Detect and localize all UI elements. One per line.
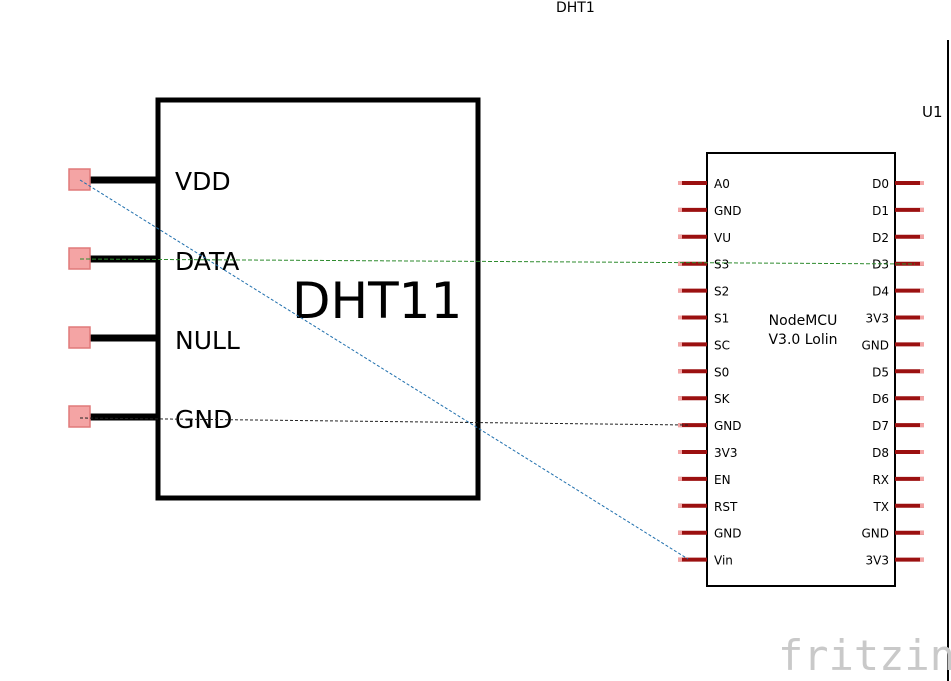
nodemcu-pin-label: GND xyxy=(714,527,742,541)
nodemcu-pin-label: 3V3 xyxy=(866,312,889,326)
fritzing-logo: fritzing xyxy=(778,631,951,680)
nodemcu-pin-label: D0 xyxy=(872,177,889,191)
nodemcu-pin-label: 3V3 xyxy=(714,446,737,460)
nodemcu-right-pin[interactable]: RX xyxy=(872,473,924,487)
dht-ref-label: DHT1 xyxy=(556,0,595,16)
nodemcu-subtitle: V3.0 Lolin xyxy=(768,332,837,348)
nodemcu-left-pin[interactable]: VU xyxy=(678,231,731,245)
nodemcu-pin-label: S3 xyxy=(714,258,729,272)
dht-pin-vdd[interactable]: VDD xyxy=(68,167,231,196)
nodemcu-left-pin[interactable]: Vin xyxy=(678,554,733,568)
nodemcu-right-pin[interactable]: D4 xyxy=(872,285,924,299)
nodemcu-pin-label: RX xyxy=(872,473,889,487)
nodemcu-right-pin[interactable]: GND xyxy=(861,527,924,541)
nodemcu-left-pin[interactable]: GND xyxy=(678,204,742,218)
dht-pin-null[interactable]: NULL xyxy=(68,326,240,355)
nodemcu-pin-label: D1 xyxy=(872,204,889,218)
dht-pin-label: GND xyxy=(175,405,232,434)
nodemcu-pin-label: S2 xyxy=(714,285,729,299)
nodemcu-pin-label: 3V3 xyxy=(866,554,889,568)
nodemcu-left-pin[interactable]: 3V3 xyxy=(678,446,737,460)
dht11-body xyxy=(155,97,481,501)
nodemcu-body xyxy=(706,152,896,587)
nodemcu-right-pin[interactable]: D7 xyxy=(872,419,924,433)
nodemcu-pin-label: SC xyxy=(714,338,730,352)
nodemcu-left-pin[interactable]: GND xyxy=(678,527,742,541)
nodemcu-right-pin[interactable]: D5 xyxy=(872,365,924,379)
dht-pin-label: VDD xyxy=(175,167,231,196)
nodemcu-pin-label: RST xyxy=(714,500,738,514)
dht-pin-label: NULL xyxy=(175,326,240,355)
nodemcu-right-pin[interactable]: D1 xyxy=(872,204,924,218)
wires xyxy=(79,179,916,560)
nodemcu-pin-label: EN xyxy=(714,473,731,487)
nodemcu-pin-label: GND xyxy=(714,419,742,433)
nodemcu-right-pin[interactable]: 3V3 xyxy=(866,312,924,326)
nodemcu-pin-label: D6 xyxy=(872,392,889,406)
nodemcu-pin-label: GND xyxy=(861,338,889,352)
nodemcu-pin-label: D7 xyxy=(872,419,889,433)
mcu-ref-label: U1 xyxy=(922,103,943,121)
nodemcu-left-pin[interactable]: S3 xyxy=(678,258,729,272)
nodemcu-title: NodeMCU xyxy=(769,313,838,329)
nodemcu-pin-label: D4 xyxy=(872,285,889,299)
nodemcu-left-pin[interactable]: EN xyxy=(678,473,731,487)
nodemcu-right-pin[interactable]: D8 xyxy=(872,446,924,460)
wire-vdd-vin[interactable] xyxy=(79,179,689,560)
nodemcu-right-pin[interactable]: 3V3 xyxy=(866,554,924,568)
nodemcu-left-pin[interactable]: RST xyxy=(678,500,738,514)
nodemcu-pin-label: D8 xyxy=(872,446,889,460)
connector-pad[interactable] xyxy=(68,326,91,349)
dht11-title: DHT11 xyxy=(292,272,462,330)
nodemcu-left-pin[interactable]: S2 xyxy=(678,285,729,299)
nodemcu-left-pin[interactable]: SK xyxy=(678,392,731,406)
nodemcu-left-pin[interactable]: S0 xyxy=(678,365,729,379)
nodemcu-pins: A0GNDVUS3S2S1SCS0SKGND3V3ENRSTGNDVinD0D1… xyxy=(678,177,924,568)
nodemcu-pin-label: A0 xyxy=(714,177,730,191)
connector-pad[interactable] xyxy=(68,247,91,270)
nodemcu-left-pin[interactable]: SC xyxy=(678,338,730,352)
dht11-part[interactable]: DHT11 VDD DATA NULL GND xyxy=(68,97,481,501)
nodemcu-right-pin[interactable]: D0 xyxy=(872,177,924,191)
nodemcu-left-pin[interactable]: S1 xyxy=(678,312,729,326)
connector-pad[interactable] xyxy=(68,405,91,428)
nodemcu-pin-label: GND xyxy=(714,204,742,218)
dht-pin-data[interactable]: DATA xyxy=(68,247,239,276)
wire-gnd-gnd[interactable] xyxy=(79,417,689,426)
dht-pin-label: DATA xyxy=(175,247,239,276)
nodemcu-right-pin[interactable]: GND xyxy=(861,338,924,352)
nodemcu-pin-label: TX xyxy=(872,500,889,514)
nodemcu-left-pin[interactable]: A0 xyxy=(678,177,730,191)
nodemcu-pin-label: S1 xyxy=(714,312,729,326)
nodemcu-pin-label: D5 xyxy=(872,365,889,379)
nodemcu-right-pin[interactable]: D3 xyxy=(872,258,924,272)
nodemcu-pin-label: GND xyxy=(861,527,889,541)
nodemcu-pin-label: D2 xyxy=(872,231,889,245)
connector-pad[interactable] xyxy=(68,168,91,191)
nodemcu-right-pin[interactable]: TX xyxy=(872,500,924,514)
nodemcu-pin-label: S0 xyxy=(714,365,729,379)
wire-data-d3[interactable] xyxy=(79,258,916,265)
nodemcu-pin-label: D3 xyxy=(872,258,889,272)
nodemcu-pin-label: VU xyxy=(714,231,731,245)
nodemcu-right-pin[interactable]: D2 xyxy=(872,231,924,245)
nodemcu-pin-label: SK xyxy=(714,392,731,406)
nodemcu-pin-label: Vin xyxy=(714,554,733,568)
nodemcu-right-pin[interactable]: D6 xyxy=(872,392,924,406)
